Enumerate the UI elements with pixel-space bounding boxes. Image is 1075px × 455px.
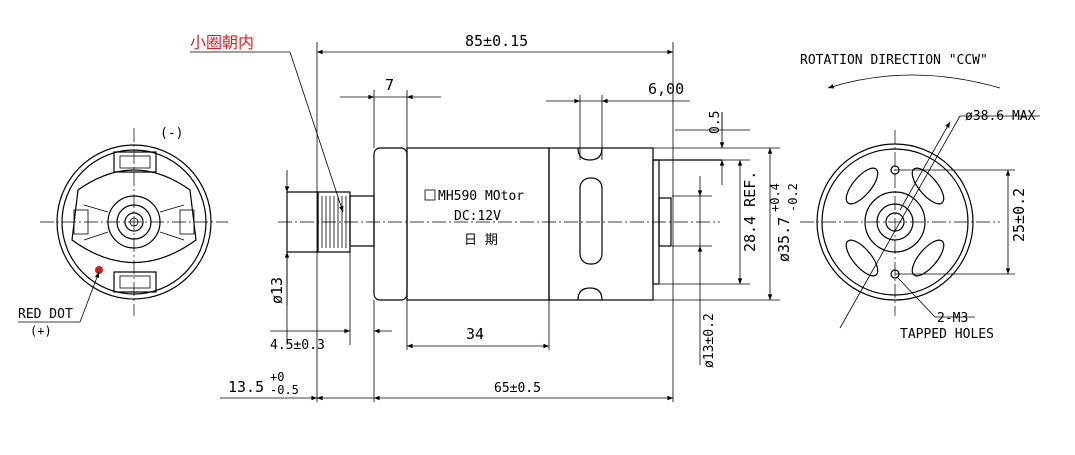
minus-terminal-label: (-) — [160, 126, 183, 141]
rotation-arrow — [827, 74, 1001, 89]
rear-inner-circle — [61, 149, 207, 295]
label-logo-icon — [424, 189, 436, 201]
side-view: MH590 MOtor DC:12V 日 期 小圈朝内 85±0.15 — [190, 32, 800, 402]
rear-end-cap — [548, 147, 654, 301]
terminal-top — [113, 151, 157, 173]
brush-right — [179, 209, 195, 235]
dim-boss-text: ø13±0.2 — [702, 313, 717, 368]
rear-end-view: (-) RED DOT (+) — [18, 126, 228, 338]
front-boss — [349, 195, 375, 247]
tapped-leader — [896, 276, 936, 318]
ventilation-slot — [579, 177, 603, 265]
dim-45-text: 4.5±0.3 — [270, 338, 325, 353]
front-boss-circle — [864, 191, 926, 253]
dim-6-text: 6,00 — [648, 80, 684, 98]
rear-outer-circle — [56, 144, 212, 300]
brush-left — [73, 209, 89, 235]
bearing-circle — [116, 204, 152, 240]
dim-ref-text: 28.4 REF. — [741, 171, 759, 252]
motor-can — [406, 147, 550, 301]
plus-terminal-label: (+) — [30, 324, 52, 338]
vent-slot-4 — [911, 239, 945, 277]
terminal-bottom — [113, 271, 157, 293]
label-line-1: MH590 MOtor — [438, 189, 524, 204]
label-line-3: 日 期 — [464, 233, 498, 248]
tapped-holes-label: TAPPED HOLES — [900, 327, 994, 342]
dim-overall-text: 85±0.15 — [465, 32, 528, 50]
pinion-teeth-lines — [321, 196, 347, 248]
inner-ring-leader — [289, 51, 344, 213]
dim-7-text: 7 — [385, 76, 394, 94]
commutator-circle — [107, 195, 161, 249]
red-dot-leader — [79, 271, 100, 323]
dim-135-text: 13.5 — [228, 378, 264, 396]
vent-slot-2 — [911, 167, 945, 205]
front-inner-circle — [821, 148, 969, 296]
motor-label: MH590 MOtor DC:12V 日 期 — [424, 189, 524, 248]
terminal-bottom-inner — [119, 275, 151, 289]
shaft-center-circle — [129, 217, 139, 227]
rear-cap-notch-top — [577, 147, 603, 161]
max-dia-leader — [839, 115, 961, 329]
front-end-cap — [373, 147, 408, 301]
dim-body-dia-text: ø35.7 — [775, 217, 793, 262]
max-dia-text: ø38.6 MAX — [965, 109, 1036, 124]
inner-ring-note: 小圈朝内 — [190, 33, 254, 52]
brush-arms — [83, 204, 185, 241]
red-dot-label: RED DOT — [18, 307, 73, 322]
dim-65-text: 65±0.5 — [494, 381, 541, 396]
max-dia-arrow — [899, 121, 951, 211]
dim-135-tol-up: +0 — [270, 370, 284, 384]
front-end-view: ROTATION DIRECTION "CCW" 25±0.2 ø38.6 MA… — [800, 53, 1040, 342]
red-dot-marker — [95, 266, 103, 274]
dim-25-text: 25±0.2 — [1010, 188, 1028, 242]
shaft-end-circle — [124, 212, 144, 232]
vent-slot-3 — [845, 239, 879, 277]
front-outer-circle — [816, 143, 974, 301]
rear-cap-notch-bottom — [577, 287, 603, 301]
rear-bearing-boss — [658, 197, 672, 247]
dim-34-text: 34 — [466, 325, 484, 343]
dim-135-tol-dn: -0.5 — [270, 383, 299, 397]
front-bearing-circle — [876, 203, 914, 241]
rotation-direction-label: ROTATION DIRECTION "CCW" — [800, 53, 988, 68]
terminal-top-inner — [119, 155, 151, 169]
tapped-holes-count: 2-M3 — [937, 311, 968, 326]
dim-05-text: 0.5 — [708, 111, 723, 134]
dim-body-dia-tol-dn: -0.2 — [786, 183, 800, 212]
dim-body-dia-tol-up: +0.4 — [768, 183, 782, 212]
dim-shaft-text: ø13 — [268, 277, 286, 304]
vent-slot-1 — [845, 167, 879, 205]
label-line-2: DC:12V — [454, 209, 501, 224]
